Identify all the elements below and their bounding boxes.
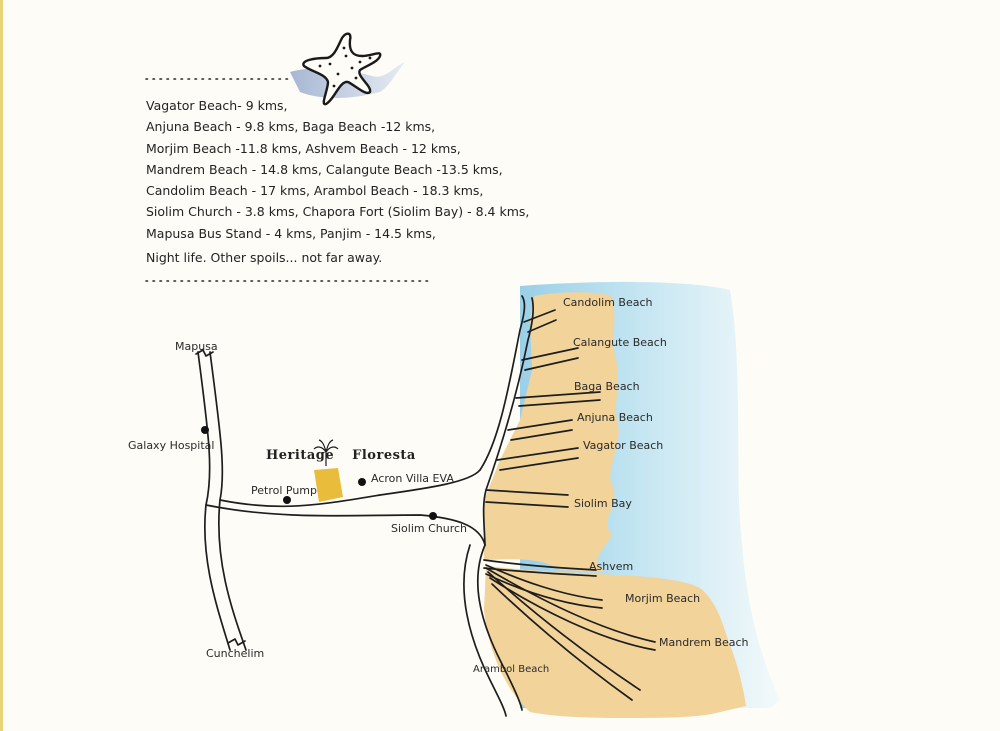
starfish-icon	[290, 32, 405, 106]
map-marker-dot-petrol-pump	[283, 496, 291, 504]
label-anjuna-beach: Anjuna Beach	[577, 411, 653, 424]
label-siolim-church: Siolim Church	[391, 522, 468, 535]
brand-word-heritage: Heritage	[266, 448, 335, 463]
road-network	[195, 295, 656, 717]
label-mandrem-beach: Mandrem Beach	[659, 636, 749, 649]
label-calangute-beach: Calangute Beach	[573, 336, 667, 349]
page-edge-stripe	[0, 0, 3, 731]
closing-line: Night life. Other spoils... not far away…	[146, 250, 383, 266]
palm-tree-icon	[313, 439, 339, 466]
distance-line: Mandrem Beach - 14.8 kms, Calangute Beac…	[146, 161, 503, 177]
label-vagator-beach: Vagator Beach	[583, 439, 664, 452]
distances-list: Vagator Beach- 9 kms, Anjuna Beach - 9.8…	[146, 95, 566, 268]
label-candolim-beach: Candolim Beach	[563, 296, 653, 309]
map-marker-dot-siolim-church	[429, 512, 437, 520]
label-morjim-beach: Morjim Beach	[625, 592, 701, 605]
distance-line: Morjim Beach -11.8 kms, Ashvem Beach - 1…	[146, 140, 461, 156]
distance-line: Siolim Church - 3.8 kms, Chapora Fort (S…	[146, 204, 530, 220]
label-petrol-pump: Petrol Pump	[251, 484, 317, 497]
label-mapusa: Mapusa	[175, 340, 218, 353]
label-cunchelim: Cunchelim	[206, 647, 265, 660]
map-marker-dot-acron-villa	[358, 478, 366, 486]
brand-title: Heritage Floresta	[266, 448, 416, 463]
distance-line: Anjuna Beach - 9.8 kms, Baga Beach -12 k…	[146, 119, 436, 135]
property-plot	[314, 468, 343, 502]
map-marker-dot-galaxy-hospital	[201, 426, 209, 434]
label-acron-villa: Acron Villa EVA	[371, 472, 454, 485]
label-arambol-beach-road: Arambol Beach	[473, 664, 550, 675]
sand-north-coast	[484, 292, 619, 572]
distance-line: Mapusa Bus Stand - 4 kms, Panjim - 14.5 …	[146, 225, 436, 241]
label-ashvem: Ashvem	[589, 560, 634, 573]
label-baga-beach: Baga Beach	[574, 380, 640, 393]
label-galaxy-hospital: Galaxy Hospital	[128, 439, 215, 452]
distance-line: Vagator Beach- 9 kms,	[146, 98, 288, 113]
distance-line: Candolim Beach - 17 kms, Arambol Beach -…	[146, 183, 484, 199]
label-siolim-bay: Siolim Bay	[574, 497, 632, 510]
brand-word-floresta: Floresta	[352, 448, 416, 463]
sand-south-coast	[484, 566, 746, 718]
